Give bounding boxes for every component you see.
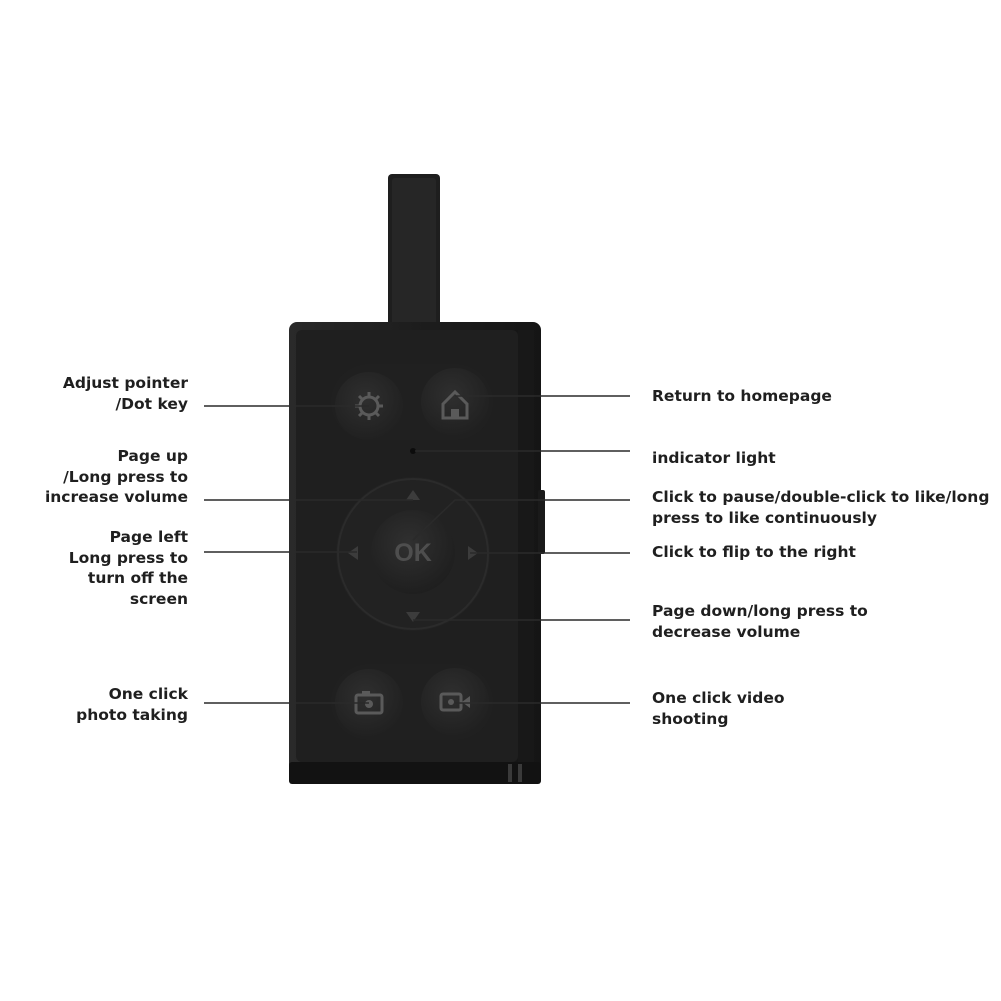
ok-button[interactable]: OK	[371, 510, 455, 594]
indicator-light	[410, 448, 416, 454]
arrow-left-icon[interactable]	[348, 546, 358, 560]
label-homepage: Return to homepage	[652, 387, 832, 405]
label-page-down: Page down/long press to decrease volume	[652, 602, 868, 641]
label-ok-action: Click to pause/double-click to like/long…	[652, 488, 990, 527]
video-button[interactable]	[421, 668, 489, 736]
camera-icon	[354, 691, 384, 715]
label-page-up: Page up /Long press to increase volume	[44, 447, 188, 506]
arrow-down-icon[interactable]	[406, 612, 420, 622]
arrow-up-icon[interactable]	[406, 490, 420, 500]
video-camera-icon	[439, 692, 470, 712]
label-video: One click video shooting	[652, 689, 785, 728]
label-page-left: Page left Long press to turn off the scr…	[68, 528, 188, 608]
label-photo: One click photo taking	[76, 685, 188, 724]
gear-icon	[355, 392, 383, 420]
label-indicator: indicator light	[652, 449, 776, 467]
ok-label: OK	[394, 539, 432, 567]
home-button[interactable]	[421, 368, 489, 436]
label-adjust-pointer: Adjust pointer /Dot key	[62, 374, 188, 413]
label-flip-right: Click to flip to the right	[652, 543, 856, 561]
leader-ok	[412, 499, 630, 541]
home-icon	[441, 389, 469, 420]
wrist-strap	[388, 174, 440, 334]
